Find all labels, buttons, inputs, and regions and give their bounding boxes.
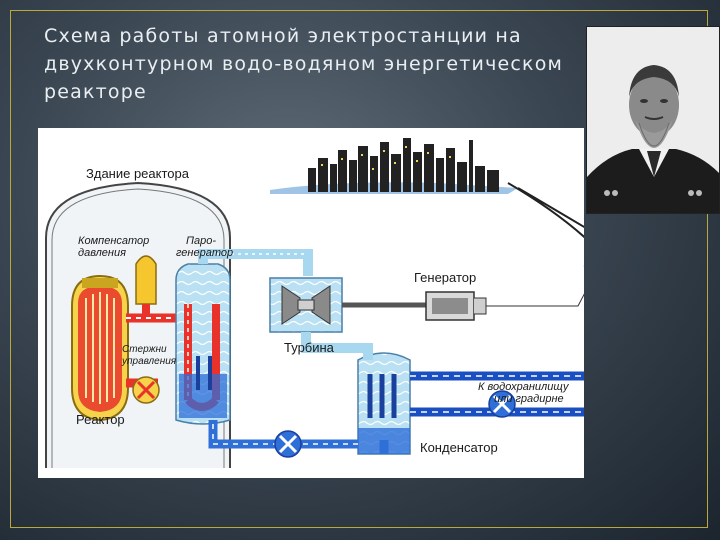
pressure-compensator [135,255,157,318]
label-compensator-1: Компенсатор [78,235,149,247]
lightning-icon [583,256,676,274]
slide-frame [10,10,708,528]
city-skyline-icon [270,138,518,194]
label-steam-gen-1: Паро- [186,235,216,247]
label-outlet-1: К водохранилищу [478,381,570,393]
label-compensator-2: давления [78,247,126,259]
label-steam-gen-2: генератор [176,247,233,259]
pump-icon [488,390,516,418]
generator-icon [425,291,487,321]
slide-title: Схема работы атомной электростанции на д… [44,25,564,103]
portrait-photo [586,26,720,214]
reactor-vessel [71,274,129,422]
npp-diagram: Здание реактора Компенсатор давления Пар… [38,128,676,478]
label-turbine: Турбина [284,340,335,355]
label-generator: Генератор [414,270,476,285]
label-rods-1: Стержни [122,344,167,355]
pump-icon [274,430,302,458]
label-building: Здание реактора [86,166,190,181]
label-reactor: Реактор [76,412,125,427]
condenser [357,352,411,455]
label-rods-2: управления [121,356,177,367]
pump-icon [132,376,160,404]
steam-generator [175,263,231,425]
label-outlet-2: или градирне [494,393,564,405]
label-condenser: Конденсатор [420,440,498,455]
turbine-icon [269,277,343,333]
